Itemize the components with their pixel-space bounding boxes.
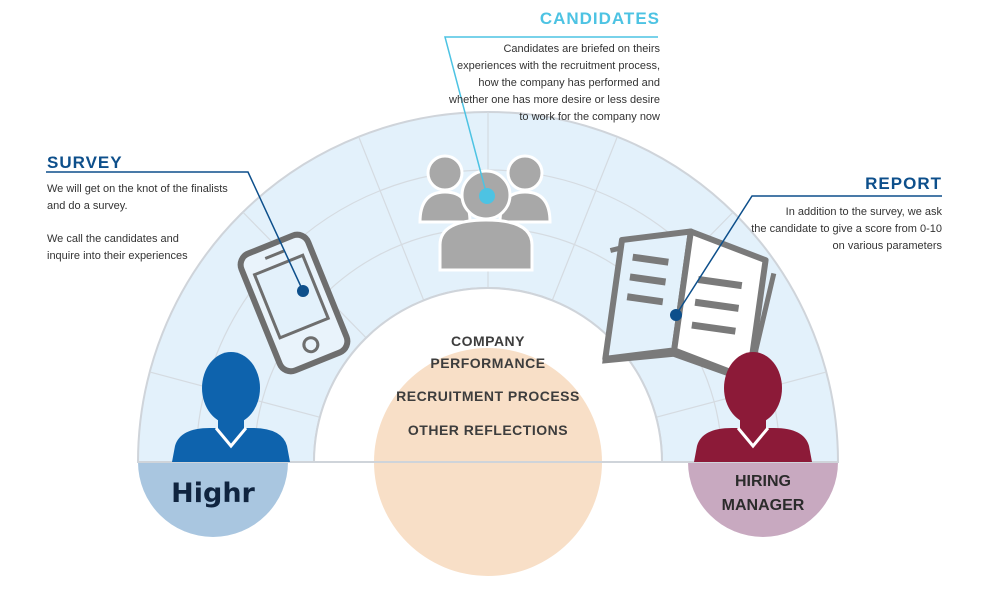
callout-lines [46,36,942,316]
report-booklet-icon [602,228,777,385]
report-callout: REPORT In addition to the survey, we ask… [720,174,942,255]
candidates-title: CANDIDATES [539,9,660,28]
candidates-callout: CANDIDATES Candidates are briefed on the… [420,9,660,126]
left-collar [214,427,248,449]
center-label-recruitment: RECRUITMENT PROCESS [396,388,580,404]
center-label-reflections: OTHER REFLECTIONS [407,422,569,438]
group-people-icon [418,154,552,272]
center-peach-circle [374,348,602,463]
survey-line-1: We will get on the knot of the finalists [47,183,228,195]
center-line-company: COMPANY [450,333,526,349]
highr-logo-label: Highr [171,478,255,509]
survey-line-3: We call the candidates and [47,233,179,245]
right-collar [736,427,770,449]
report-line-1: In addition to the survey, we ask [785,206,942,218]
candidates-marker-dot [479,188,495,204]
center-line-performance: PERFORMANCE [430,355,546,371]
center-label-company-performance: COMPANY PERFORMANCE [383,330,593,374]
person-left-silhouette [172,352,290,462]
candidates-line-5: to work for the company now [519,111,660,123]
report-line-2: the candidate to give a score from 0-10 [751,223,942,235]
candidates-line-2: experiences with the recruitment process… [457,60,660,72]
hiring-manager-line-1: HIRING [735,473,791,490]
survey-line-2: and do a survey. [47,200,128,212]
base-circles [138,462,838,576]
left-base-circle [138,462,288,537]
survey-title: SURVEY [47,153,123,172]
report-line-3: on various parameters [832,240,942,252]
hiring-manager-line-2: MANAGER [721,497,805,514]
report-marker-dot [670,309,682,321]
report-title: REPORT [865,174,942,193]
survey-callout: SURVEY We will get on the knot of the fi… [47,153,257,265]
center-base-circle [374,462,602,576]
candidates-line-3: how the company has performed and [478,77,660,89]
candidates-line-1: Candidates are briefed on theirs [503,43,660,55]
candidates-line-4: whether one has more desire or less desi… [449,94,660,106]
right-base-circle [688,462,838,537]
smartphone-icon [237,231,351,375]
survey-line-4: inquire into their experiences [47,250,188,262]
hiring-manager-label: HIRING MANAGER [703,470,823,518]
survey-marker-dot [297,285,309,297]
